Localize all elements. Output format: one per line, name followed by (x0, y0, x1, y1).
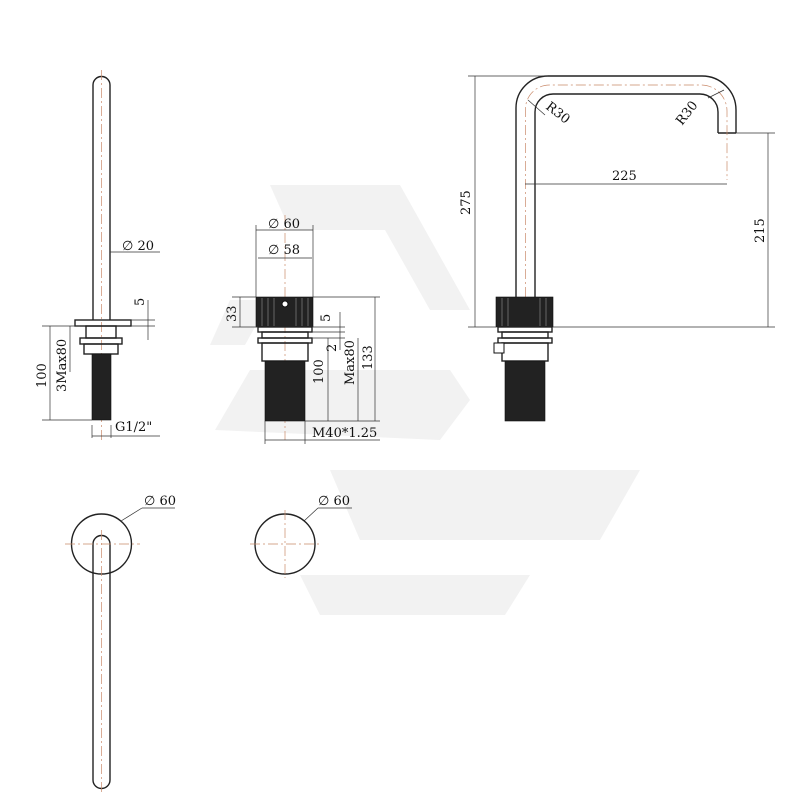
handle-top-view: ∅ 60 (65, 494, 176, 795)
body-gap-b-label: 2 (325, 344, 340, 352)
body-thread-label: M40*1.25 (312, 426, 377, 441)
body-length-label: 100 (312, 359, 327, 384)
body-top-height-label: 33 (225, 305, 240, 322)
spout-radius-left-label: R30 (543, 99, 573, 127)
handle-length-label: 100 (35, 363, 50, 388)
body-outer-diameter-label: ∅ 60 (268, 217, 300, 232)
body-inner-diameter-label: ∅ 58 (268, 243, 300, 258)
handle-base-height-label: 5 (133, 298, 148, 306)
body-side-view: ∅ 60 ∅ 58 33 5 2 100 Max80 133 M40*1.25 (225, 215, 380, 444)
handle-side-view: ∅ 20 5 100 3Max80 G1/2" (35, 70, 160, 440)
top-view-body-diameter-label: ∅ 60 (318, 494, 350, 509)
handle-max-panel-label: 3Max80 (55, 339, 70, 392)
handle-thread-label: G1/2" (115, 420, 152, 435)
handle-diameter-label: ∅ 20 (122, 239, 154, 254)
body-top-view: ∅ 60 (250, 494, 352, 578)
spout-height-label: 275 (459, 190, 474, 215)
body-total-label: 133 (361, 345, 376, 370)
body-max-panel-label: Max80 (343, 340, 358, 385)
spout-reach-label: 225 (612, 169, 637, 184)
spout-radius-right-label: R30 (673, 98, 701, 128)
top-view-handle-diameter-label: ∅ 60 (144, 494, 176, 509)
body-gap-a-label: 5 (319, 314, 334, 322)
spout-outlet-height-label: 215 (753, 218, 768, 243)
spout-side-view: 275 R30 R30 225 215 (459, 75, 775, 422)
